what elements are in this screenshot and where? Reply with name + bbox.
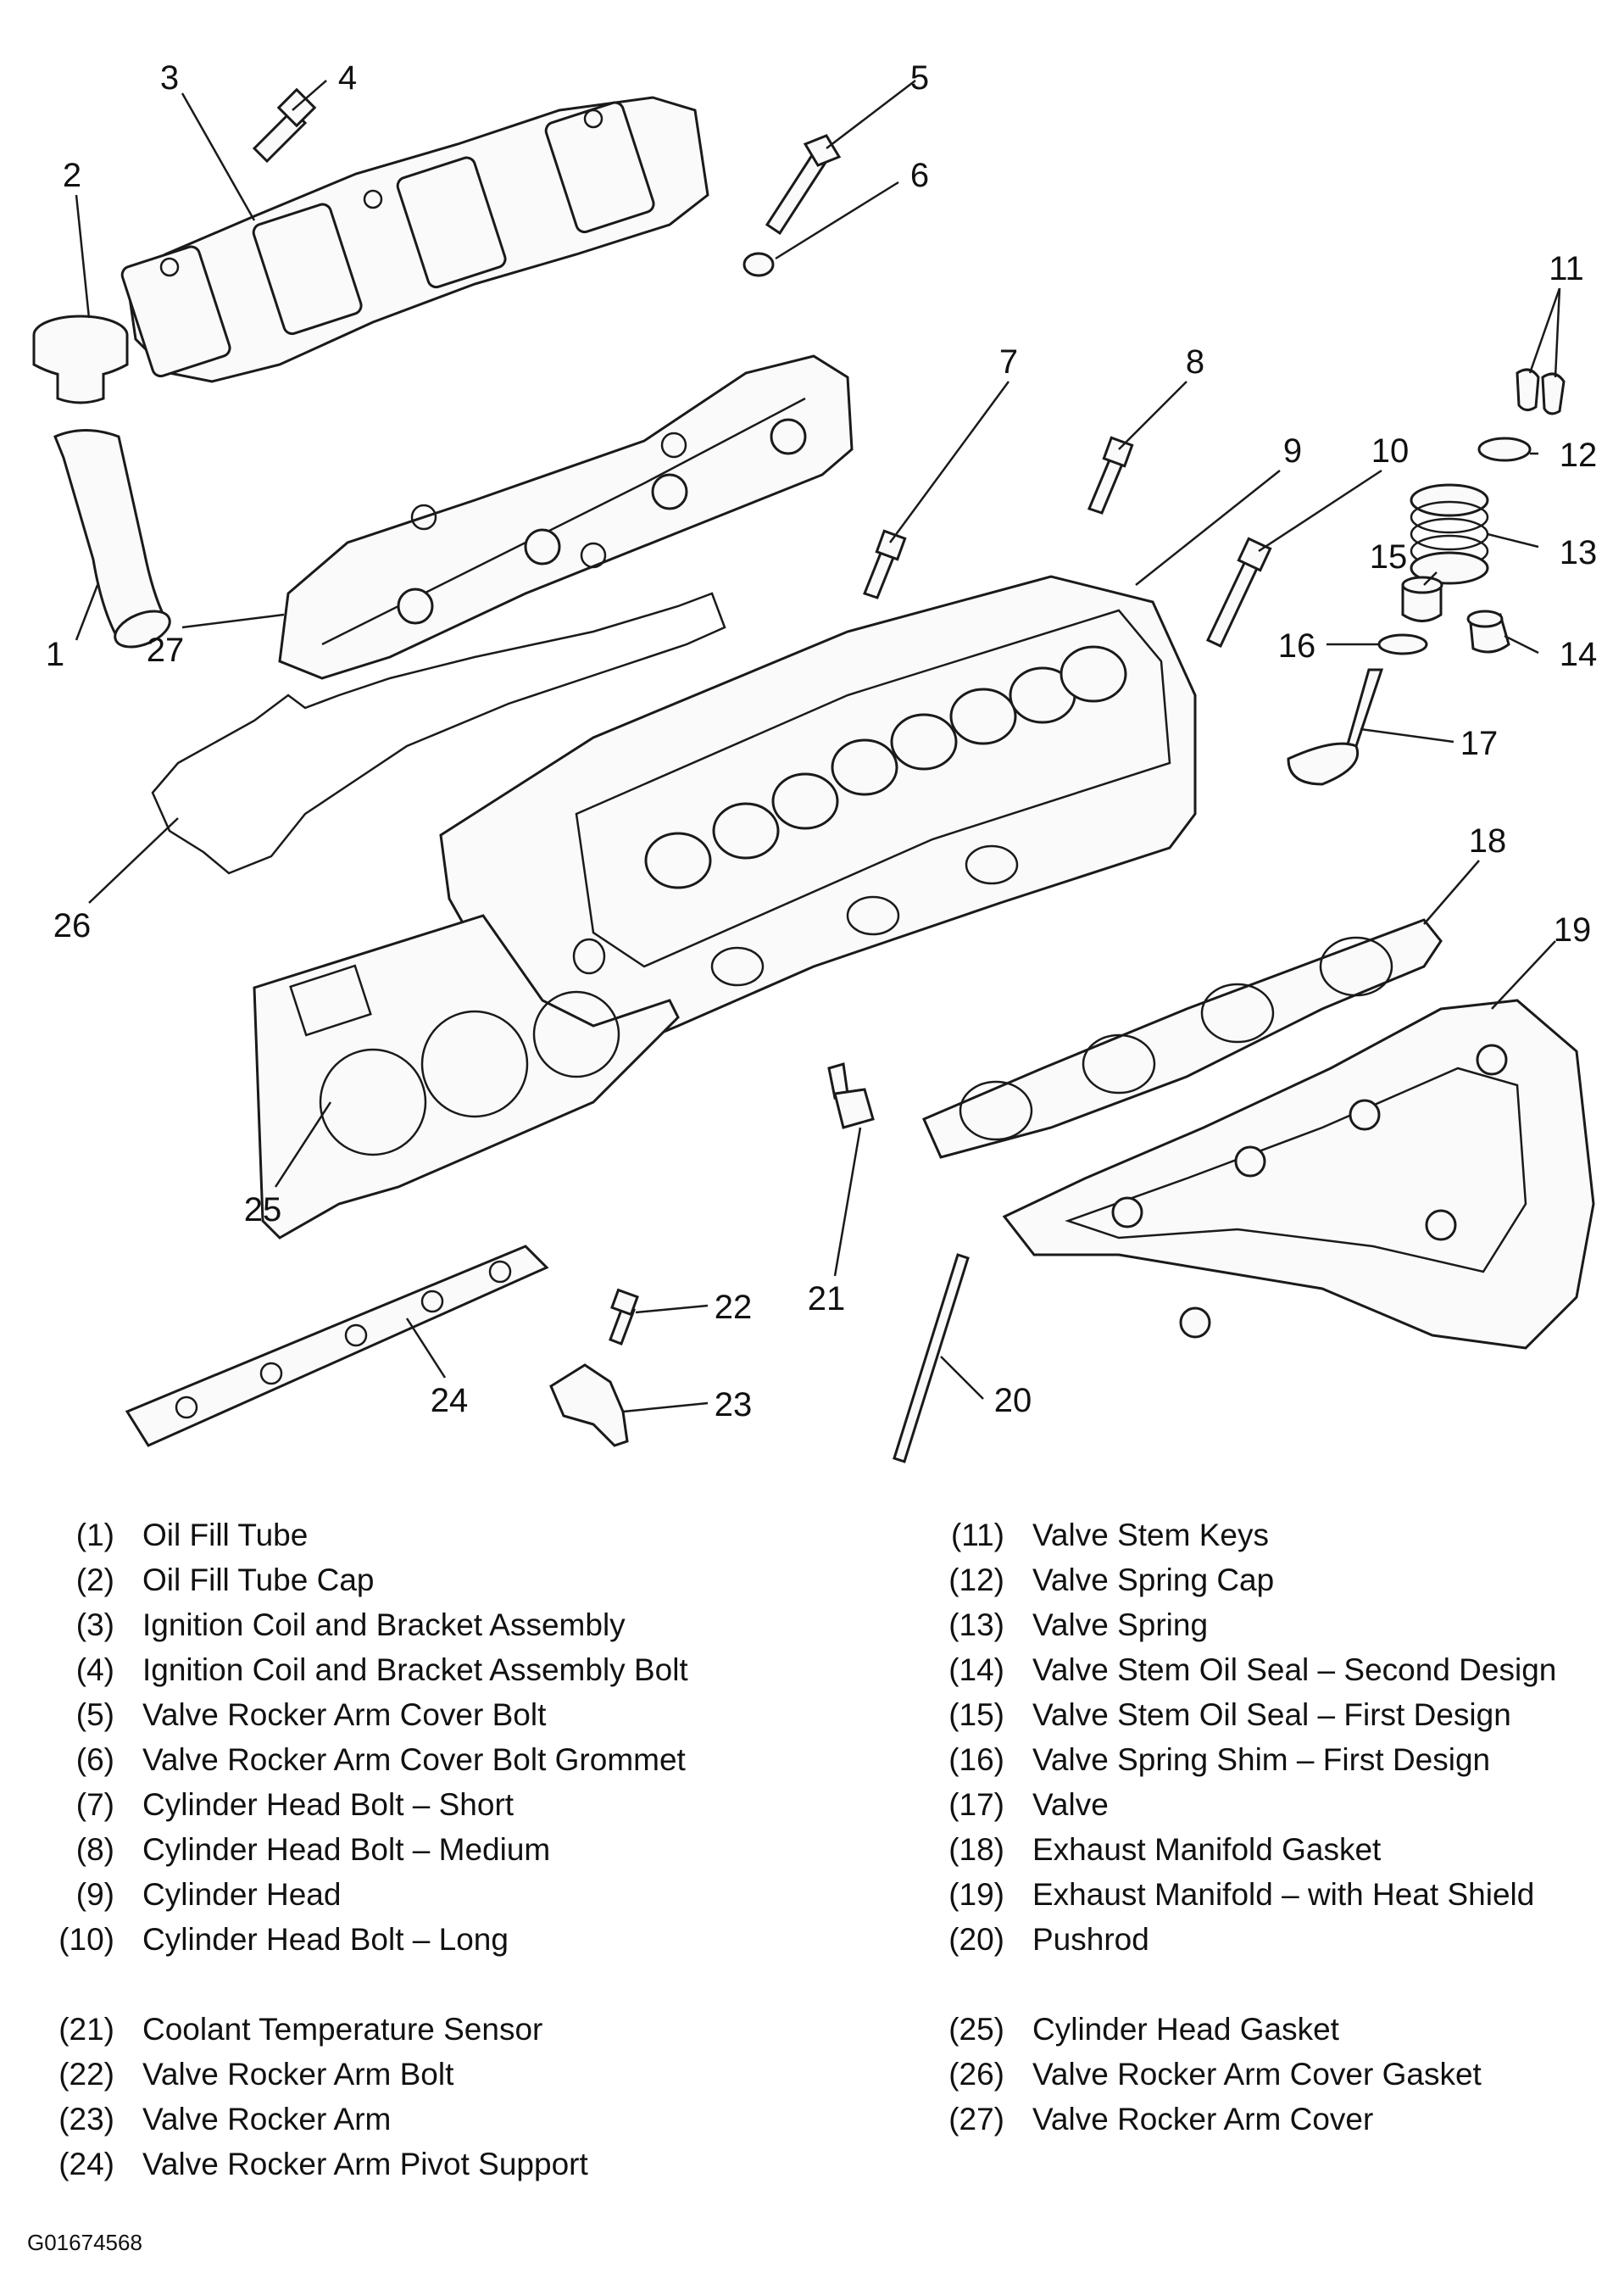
figure-id: G01674568 xyxy=(27,2230,142,2255)
legend-spacer xyxy=(949,1967,1610,2012)
cylinder-head xyxy=(439,575,1197,1070)
callout-22: 22 xyxy=(715,1289,753,1326)
callout-27: 27 xyxy=(147,632,185,669)
legend-item: (16)Valve Spring Shim – First Design xyxy=(948,1742,1491,1777)
oil-fill-tube xyxy=(53,429,171,649)
legend-item: (24)Valve Rocker Arm Pivot Support xyxy=(58,2147,588,2181)
legend-item: (22)Valve Rocker Arm Bolt xyxy=(58,2057,454,2092)
exhaust-manifold-gasket xyxy=(922,918,1443,1159)
callout-17: 17 xyxy=(1460,725,1499,762)
valve-stem-oil-seal-first-design xyxy=(1401,576,1443,622)
legend-item: (26)Valve Rocker Arm Cover Gasket xyxy=(948,2057,1482,2092)
rocker-cover-bolt-grommet xyxy=(742,252,775,277)
callout-numbers: 1 2 3 4 5 6 7 8 9 10 11 12 13 14 15 16 1… xyxy=(46,59,1597,1423)
callout-11: 11 xyxy=(1549,250,1584,287)
valve-rocker-arm-cover xyxy=(278,354,854,680)
legend-left-column: (1)Oil Fill Tube (2)Oil Fill Tube Cap (3… xyxy=(58,1518,822,2192)
callout-23: 23 xyxy=(715,1386,753,1423)
callout-26: 26 xyxy=(53,907,92,944)
callout-20: 20 xyxy=(994,1382,1032,1419)
valve-rocker-arm-bolt xyxy=(609,1288,639,1345)
legend-item: (5)Valve Rocker Arm Cover Bolt xyxy=(75,1697,547,1732)
legend-item: (15)Valve Stem Oil Seal – First Design xyxy=(948,1697,1511,1732)
pushrod xyxy=(893,1253,970,1463)
coolant-temperature-sensor xyxy=(827,1062,875,1129)
callout-14: 14 xyxy=(1560,636,1598,673)
legend-item: (13)Valve Spring xyxy=(948,1607,1209,1642)
callout-9: 9 xyxy=(1283,432,1302,470)
legend-item: (7)Cylinder Head Bolt – Short xyxy=(75,1787,514,1822)
legend-item: (6)Valve Rocker Arm Cover Bolt Grommet xyxy=(75,1742,686,1777)
legend-item: (23)Valve Rocker Arm xyxy=(58,2102,392,2136)
legend-item: (8)Cylinder Head Bolt – Medium xyxy=(75,1832,551,1867)
callout-12: 12 xyxy=(1560,437,1598,474)
oil-fill-tube-cap xyxy=(32,315,129,404)
valve-rocker-arm-pivot-support xyxy=(125,1245,549,1447)
cylinder-head-exploded-diagram: 1 2 3 4 5 6 7 8 9 10 11 12 13 14 15 16 1… xyxy=(32,59,1597,1463)
callout-6: 6 xyxy=(910,157,929,194)
legend-item: (18)Exhaust Manifold Gasket xyxy=(948,1832,1382,1867)
valve-rocker-arm xyxy=(549,1363,629,1447)
legend-item: (27)Valve Rocker Arm Cover xyxy=(948,2102,1374,2136)
cylinder-head-bolt-long xyxy=(1205,537,1272,648)
callout-13: 13 xyxy=(1560,534,1598,571)
callout-4: 4 xyxy=(338,59,357,97)
callout-7: 7 xyxy=(999,343,1018,381)
legend-item: (25)Cylinder Head Gasket xyxy=(948,2012,1339,2047)
cylinder-head-gasket xyxy=(253,914,680,1239)
leader-lines xyxy=(75,80,1561,1413)
coil-bracket-bolt xyxy=(252,87,317,164)
exhaust-manifold xyxy=(1002,999,1595,1350)
legend-item: (21)Coolant Temperature Sensor xyxy=(58,2012,543,2047)
callout-24: 24 xyxy=(431,1382,469,1419)
callout-15: 15 xyxy=(1370,538,1408,576)
legend-item: (19)Exhaust Manifold – with Heat Shield xyxy=(948,1877,1535,1912)
cylinder-head-bolt-short xyxy=(863,529,907,599)
ignition-coil-bracket-assembly xyxy=(120,96,709,383)
callout-3: 3 xyxy=(160,59,179,97)
callout-1: 1 xyxy=(46,636,64,673)
legend-item: (2)Oil Fill Tube Cap xyxy=(75,1563,375,1597)
callout-2: 2 xyxy=(63,157,81,194)
legend-item: (4)Ignition Coil and Bracket Assembly Bo… xyxy=(75,1652,688,1687)
legend-item: (1)Oil Fill Tube xyxy=(75,1518,309,1552)
legend-spacer xyxy=(59,1967,822,2012)
legend-item: (17)Valve xyxy=(948,1787,1109,1822)
legend-item: (3)Ignition Coil and Bracket Assembly xyxy=(75,1607,626,1642)
callout-16: 16 xyxy=(1278,627,1316,665)
callout-8: 8 xyxy=(1186,343,1204,381)
callout-5: 5 xyxy=(910,59,929,97)
valve-stem-oil-seal-second-design xyxy=(1466,610,1510,654)
legend-item: (20)Pushrod xyxy=(948,1922,1149,1957)
valve-spring-cap xyxy=(1477,437,1532,462)
callout-21: 21 xyxy=(808,1280,846,1317)
callout-18: 18 xyxy=(1469,822,1507,860)
callout-25: 25 xyxy=(244,1191,282,1228)
callout-19: 19 xyxy=(1554,911,1592,949)
valve-rocker-arm-cover-gasket xyxy=(151,592,726,875)
legend-item: (14)Valve Stem Oil Seal – Second Design xyxy=(948,1652,1557,1687)
legend-item: (10)Cylinder Head Bolt – Long xyxy=(58,1922,509,1957)
callout-10: 10 xyxy=(1371,432,1410,470)
legend-right-column: (11)Valve Stem Keys (12)Valve Spring Cap… xyxy=(948,1518,1610,2147)
legend-item: (9)Cylinder Head xyxy=(75,1877,342,1912)
valve xyxy=(1287,668,1384,786)
valve-spring xyxy=(1410,483,1489,585)
cylinder-head-bolt-medium xyxy=(1087,436,1134,515)
legend-item: (11)Valve Stem Keys xyxy=(950,1518,1269,1552)
rocker-cover-bolt xyxy=(765,134,842,236)
legend-item: (12)Valve Spring Cap xyxy=(948,1563,1275,1597)
valve-spring-shim-first-design xyxy=(1377,633,1428,655)
valve-stem-keys xyxy=(1516,368,1566,415)
